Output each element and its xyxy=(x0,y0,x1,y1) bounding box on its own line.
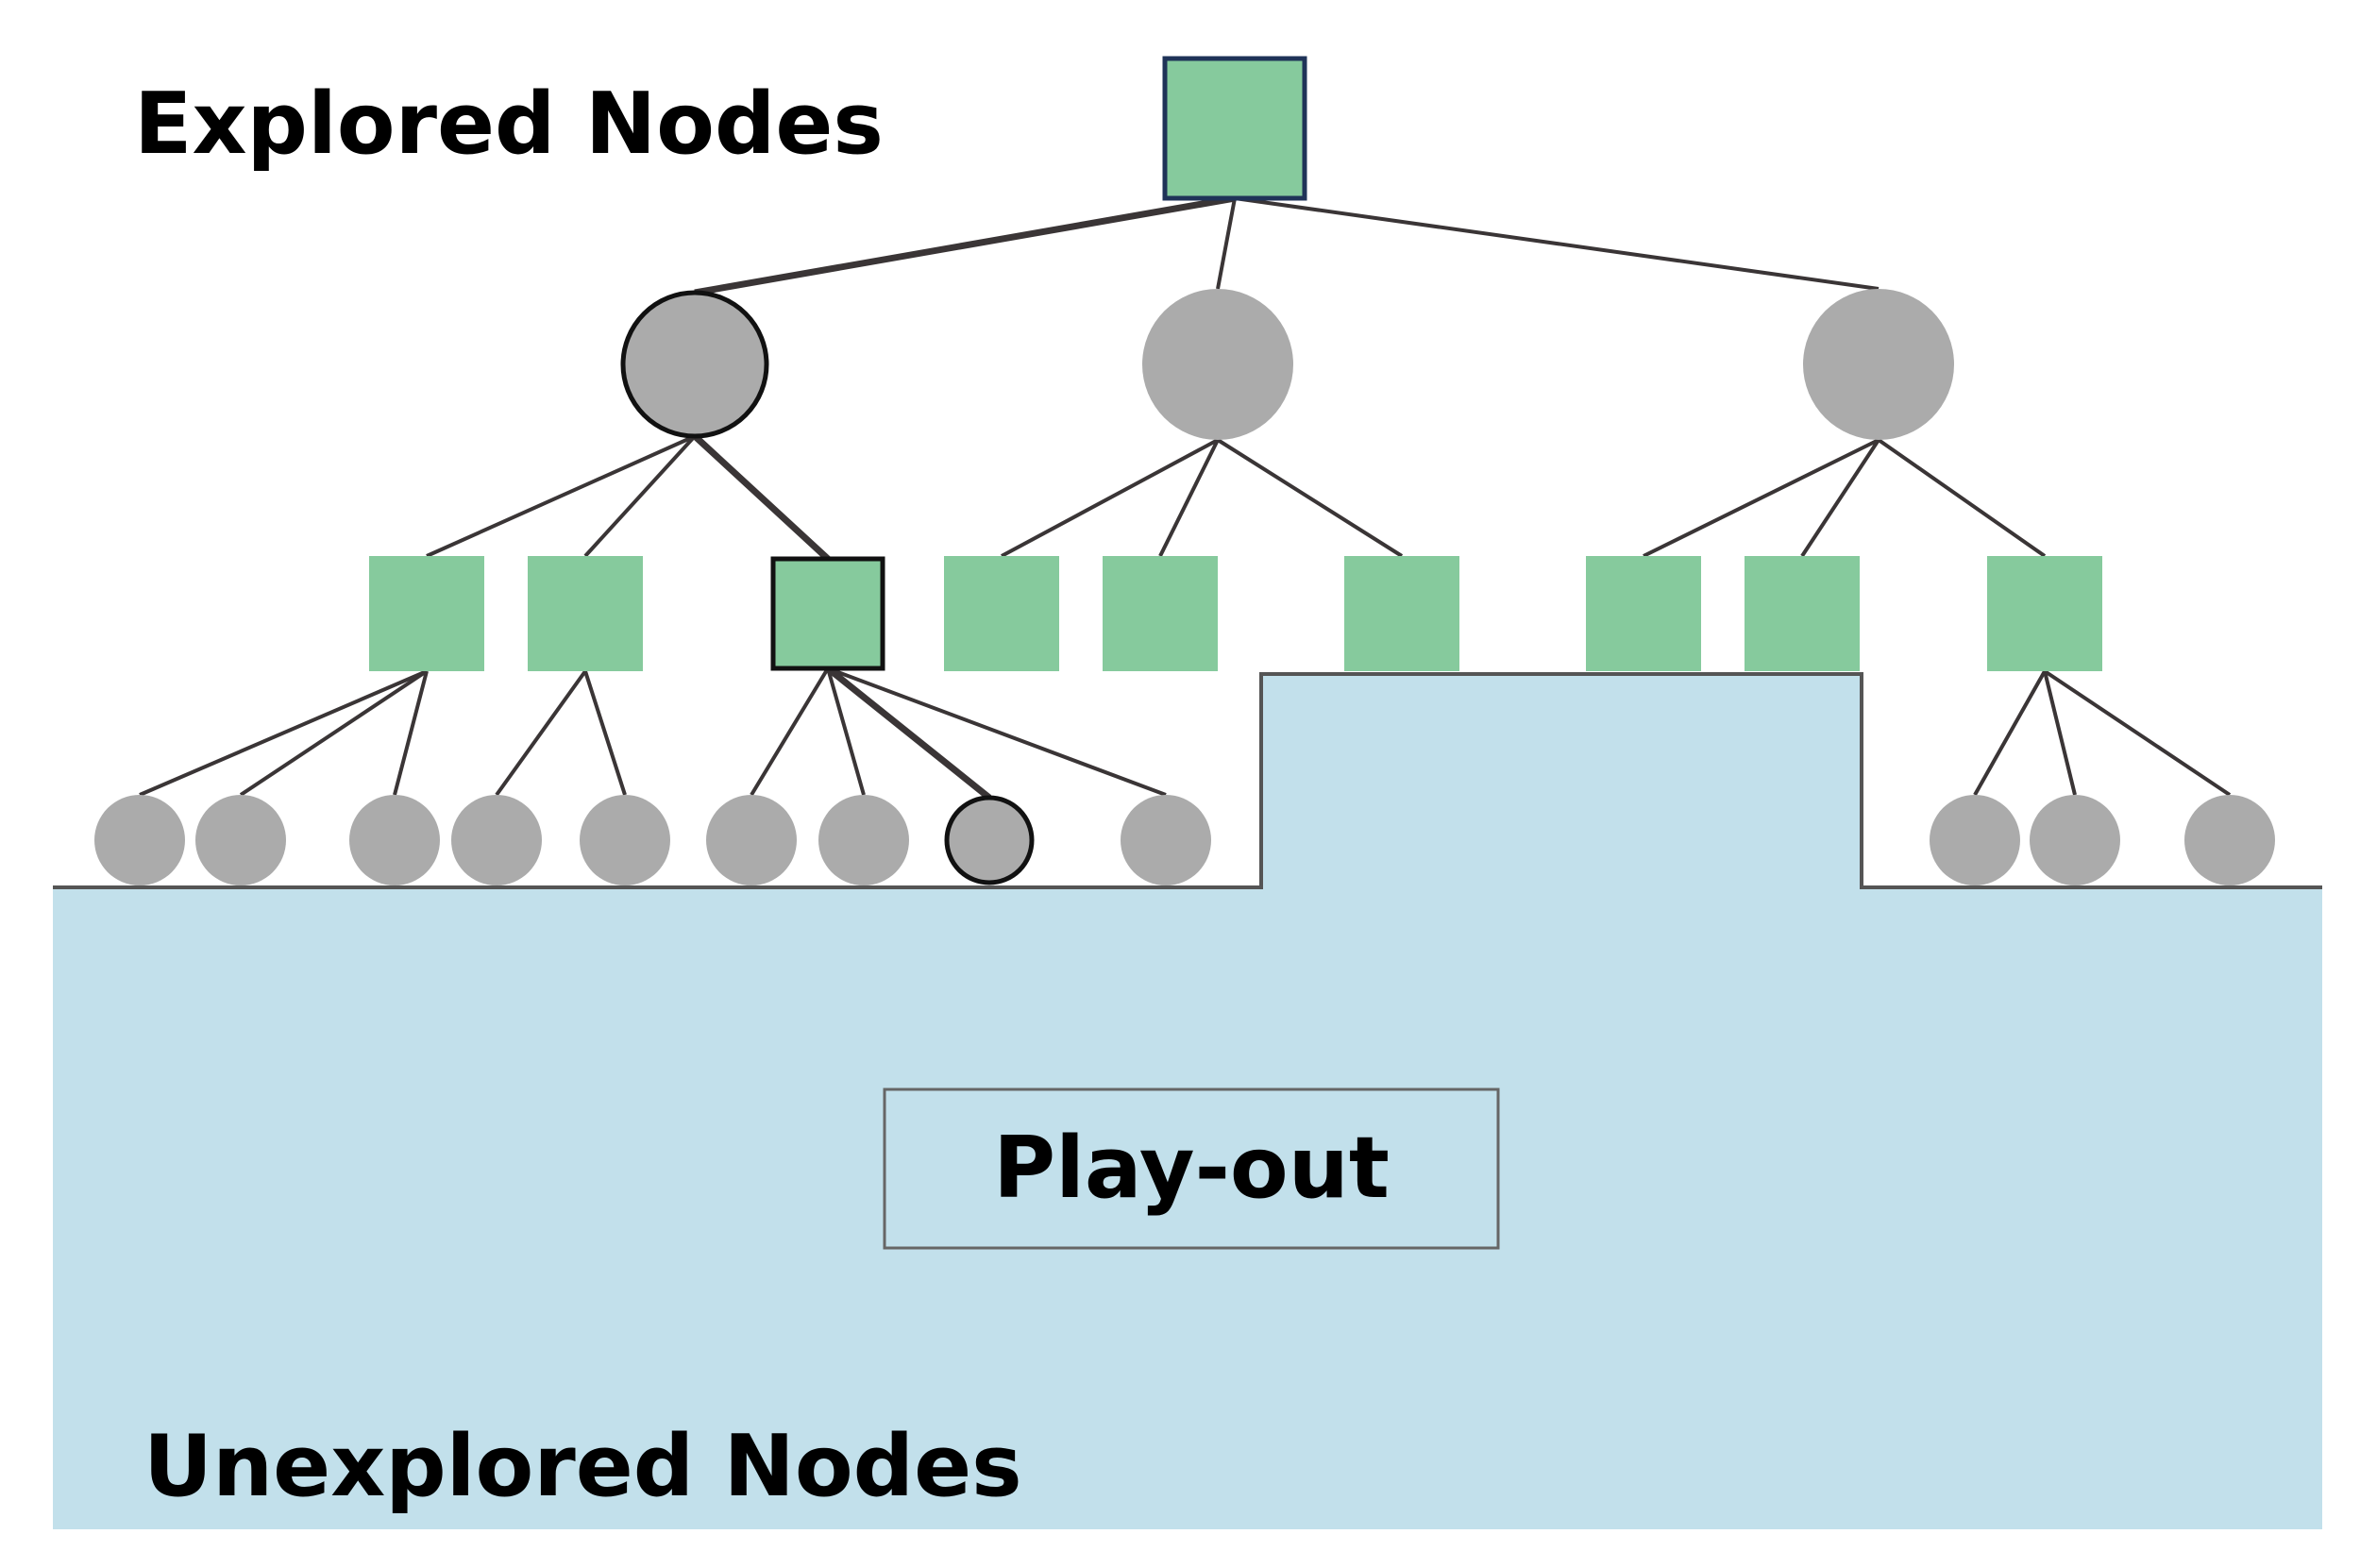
edge-s2-l5 xyxy=(583,670,627,796)
decision-node-root xyxy=(1162,56,1307,201)
chance-node-c3 xyxy=(1803,289,1954,440)
edge-c3-s8 xyxy=(1800,438,1880,558)
edge-s2-l4 xyxy=(495,669,587,797)
decision-node-s6 xyxy=(1344,556,1459,671)
chance-node-l9 xyxy=(1121,795,1211,885)
edge-s3-l9 xyxy=(827,666,1167,797)
decision-node-s4 xyxy=(944,556,1059,671)
edge-s3-l6 xyxy=(750,666,830,797)
explored-nodes-label: Explored Nodes xyxy=(134,75,884,174)
edge-c1-s1 xyxy=(426,434,696,558)
decision-node-s5 xyxy=(1103,556,1218,671)
tree-edges xyxy=(139,194,2232,801)
edge-root-c3 xyxy=(1234,196,1880,291)
edge-s9-l12 xyxy=(2043,669,2232,797)
playout-label: Play-out xyxy=(993,1119,1390,1218)
edge-s9-l10 xyxy=(1973,670,2047,796)
edge-s1-l2 xyxy=(239,669,429,797)
playout-box xyxy=(883,1087,1500,1250)
edge-c1-s3 xyxy=(692,433,831,562)
edge-c2-s6 xyxy=(1216,438,1404,558)
edge-s1-l3 xyxy=(393,670,429,796)
decision-node-s7 xyxy=(1586,556,1701,671)
chance-node-l4 xyxy=(451,795,542,885)
chance-node-l10 xyxy=(1930,795,2020,885)
edge-c3-s7 xyxy=(1643,438,1880,558)
chance-node-l3 xyxy=(349,795,440,885)
edge-c2-s4 xyxy=(1001,438,1219,558)
edge-s3-l7 xyxy=(826,667,866,796)
edge-c3-s9 xyxy=(1877,438,2047,558)
tree-nodes xyxy=(94,56,2275,885)
chance-node-l8 xyxy=(944,795,1035,885)
decision-node-s8 xyxy=(1745,556,1860,671)
chance-node-l11 xyxy=(2030,795,2120,885)
chance-node-l7 xyxy=(818,795,909,885)
chance-node-c1 xyxy=(620,290,769,439)
chance-node-l5 xyxy=(580,795,670,885)
chance-node-l1 xyxy=(94,795,185,885)
chance-node-c2 xyxy=(1142,289,1293,440)
edge-c1-s2 xyxy=(583,434,697,558)
decision-node-s1 xyxy=(369,556,484,671)
chance-node-l2 xyxy=(195,795,286,885)
edge-s3-l8 xyxy=(825,666,992,801)
edge-c2-s5 xyxy=(1158,439,1220,557)
decision-node-s3 xyxy=(770,556,885,671)
chance-node-l6 xyxy=(706,795,797,885)
edge-root-c1 xyxy=(694,194,1236,296)
decision-node-s9 xyxy=(1987,556,2102,671)
edge-root-c2 xyxy=(1216,197,1237,290)
unexplored-nodes-label: Unexplored Nodes xyxy=(143,1417,1022,1516)
decision-node-s2 xyxy=(528,556,643,671)
edge-s9-l11 xyxy=(2043,670,2077,796)
unexplored-region-border xyxy=(53,672,2322,889)
chance-node-l12 xyxy=(2184,795,2275,885)
edge-s1-l1 xyxy=(139,669,428,797)
